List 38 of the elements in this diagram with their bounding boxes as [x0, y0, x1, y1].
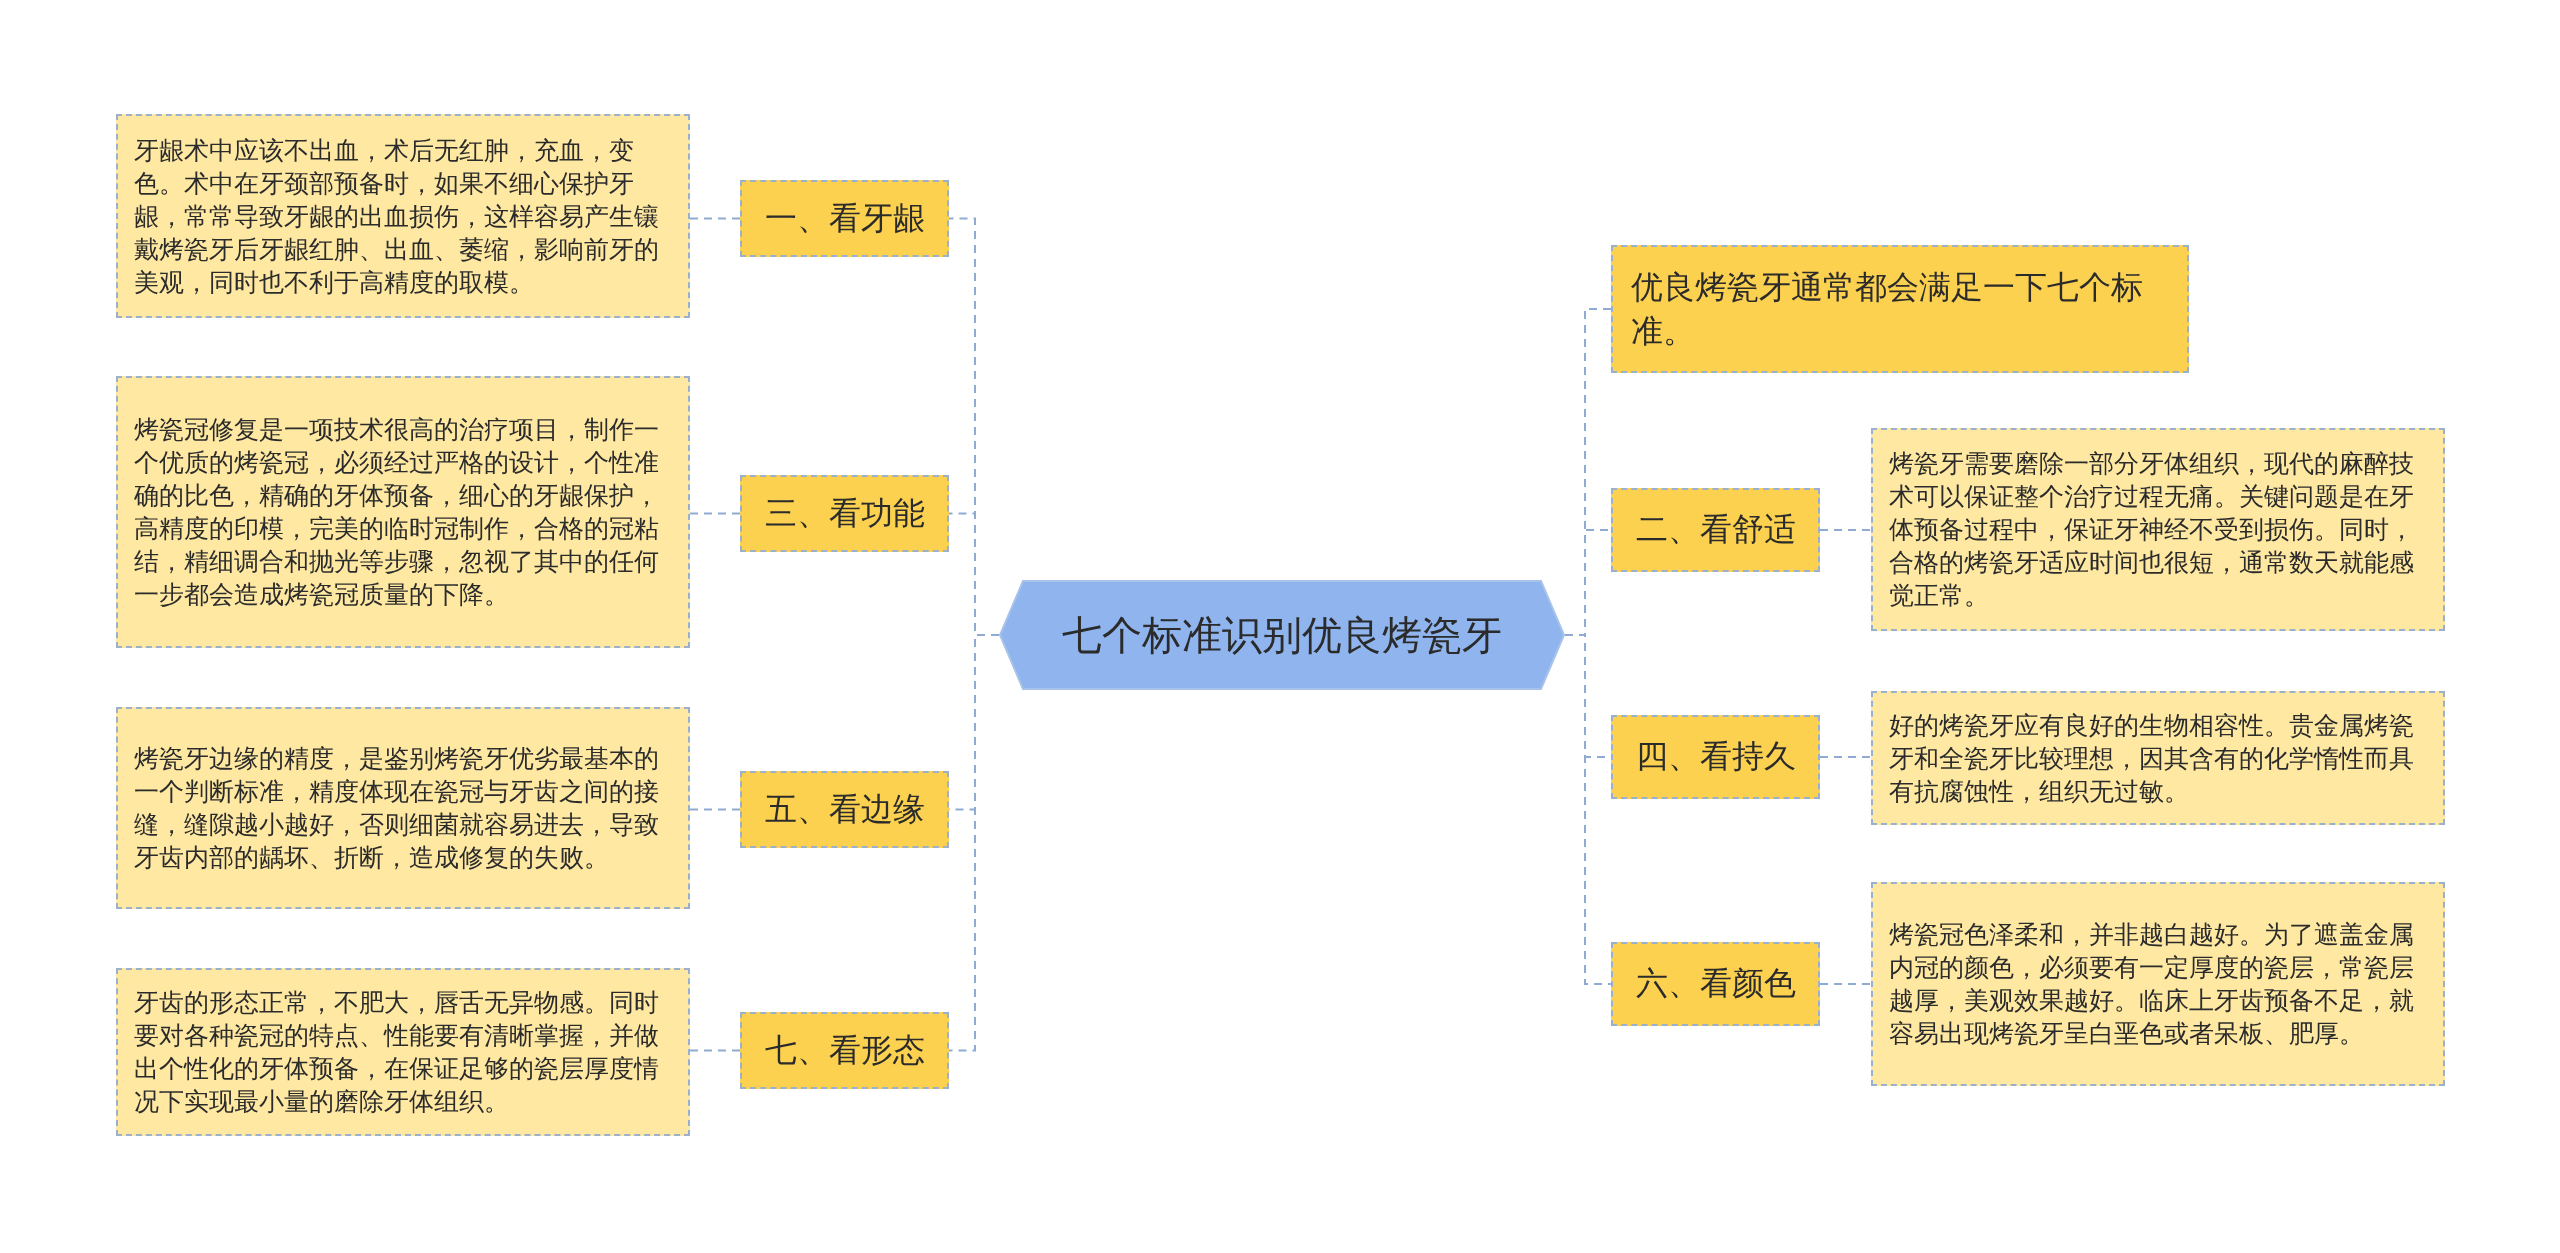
node-text: 三、看功能 — [764, 492, 925, 534]
node-text: 烤瓷牙边缘的精度，是鉴别烤瓷牙优劣最基本的一个判断标准，精度体现在瓷冠与牙齿之间的接缝，缝隙越小越好，否则细菌就容易进去，导致牙齿内部的龋坏、折断，造成修复的失败。 — [134, 743, 660, 874]
note-box — [116, 114, 690, 318]
branch-box — [740, 180, 949, 257]
branch-box — [740, 475, 949, 552]
node-text: 一、看牙龈 — [764, 197, 925, 239]
connector-line — [689, 808, 741, 811]
connector-line — [689, 217, 741, 220]
connector-line — [1819, 756, 1872, 758]
note-box — [1871, 428, 2445, 631]
branch-box — [1611, 245, 2189, 373]
connector-line — [1819, 983, 1872, 985]
connector-line — [689, 512, 741, 515]
node-text: 五、看边缘 — [764, 788, 925, 830]
note-box — [1871, 882, 2445, 1086]
node-text: 烤瓷冠修复是一项技术很高的治疗项目，制作一个优质的烤瓷冠，必须经过严格的设计，个性准确的比色，精确的牙体预备，细心的牙龈保护，高精度的印模，完美的临时冠制作，合格的冠粘结，精细调合和抛光等步骤，忽视了其中的任何一步都会造成烤瓷冠质量的下降。 — [134, 414, 660, 611]
branch-box — [1611, 488, 1820, 572]
node-text: 好的烤瓷牙应有良好的生物相容性。贵金属烤瓷牙和全瓷牙比较理想，因其含有的化学惰性而具有抗腐蚀性，组织无过敏。 — [1889, 709, 2415, 808]
branch-box — [740, 771, 949, 848]
note-box — [116, 707, 690, 909]
node-text: 优良烤瓷牙通常都会满足一下七个标准。 — [1631, 267, 2144, 352]
node-text: 六、看颜色 — [1635, 963, 1796, 1004]
connector-line — [689, 1049, 741, 1052]
topic-text: 七个标准识别优良烤瓷牙 — [1062, 610, 1502, 660]
node-text: 四、看持久 — [1635, 736, 1796, 777]
branch-box — [740, 1012, 949, 1089]
node-text: 牙齿的形态正常，不肥大，唇舌无异物感。同时要对各种瓷冠的特点、性能要有清晰掌握，并做出个性化的牙体预备，在保证足够的瓷层厚度情况下实现最小量的磨除牙体组织。 — [134, 987, 660, 1118]
node-text: 七、看形态 — [764, 1029, 925, 1071]
node-text: 烤瓷冠色泽柔和，并非越白越好。为了遮盖金属内冠的颜色，必须要有一定厚度的瓷层，常瓷层越厚，美观效果越好。临床上牙齿预备不足，就容易出现烤瓷牙呈白垩色或者呆板、肥厚。 — [1889, 919, 2415, 1050]
note-box — [1871, 691, 2445, 825]
node-text: 烤瓷牙需要磨除一部分牙体组织，现代的麻醉技术可以保证整个治疗过程无痛。关键问题是在牙体预备过程中，保证牙神经不受到损伤。同时，合格的烤瓷牙适应时间也很短，通常数天就能感觉正常。 — [1889, 448, 2415, 612]
node-text: 二、看舒适 — [1635, 509, 1796, 550]
node-text: 牙龈术中应该不出血，术后无红肿，充血，变色。术中在牙颈部预备时，如果不细心保护牙龈，常常导致牙龈的出血损伤，这样容易产生镶戴烤瓷牙后牙龈红肿、出血、萎缩，影响前牙的美观，同时也不利于高精度的取模。 — [134, 134, 660, 299]
connector-line — [1819, 529, 1872, 531]
branch-box — [1611, 715, 1820, 799]
note-box — [116, 376, 690, 648]
note-box — [116, 968, 690, 1136]
branch-box — [1611, 942, 1820, 1026]
